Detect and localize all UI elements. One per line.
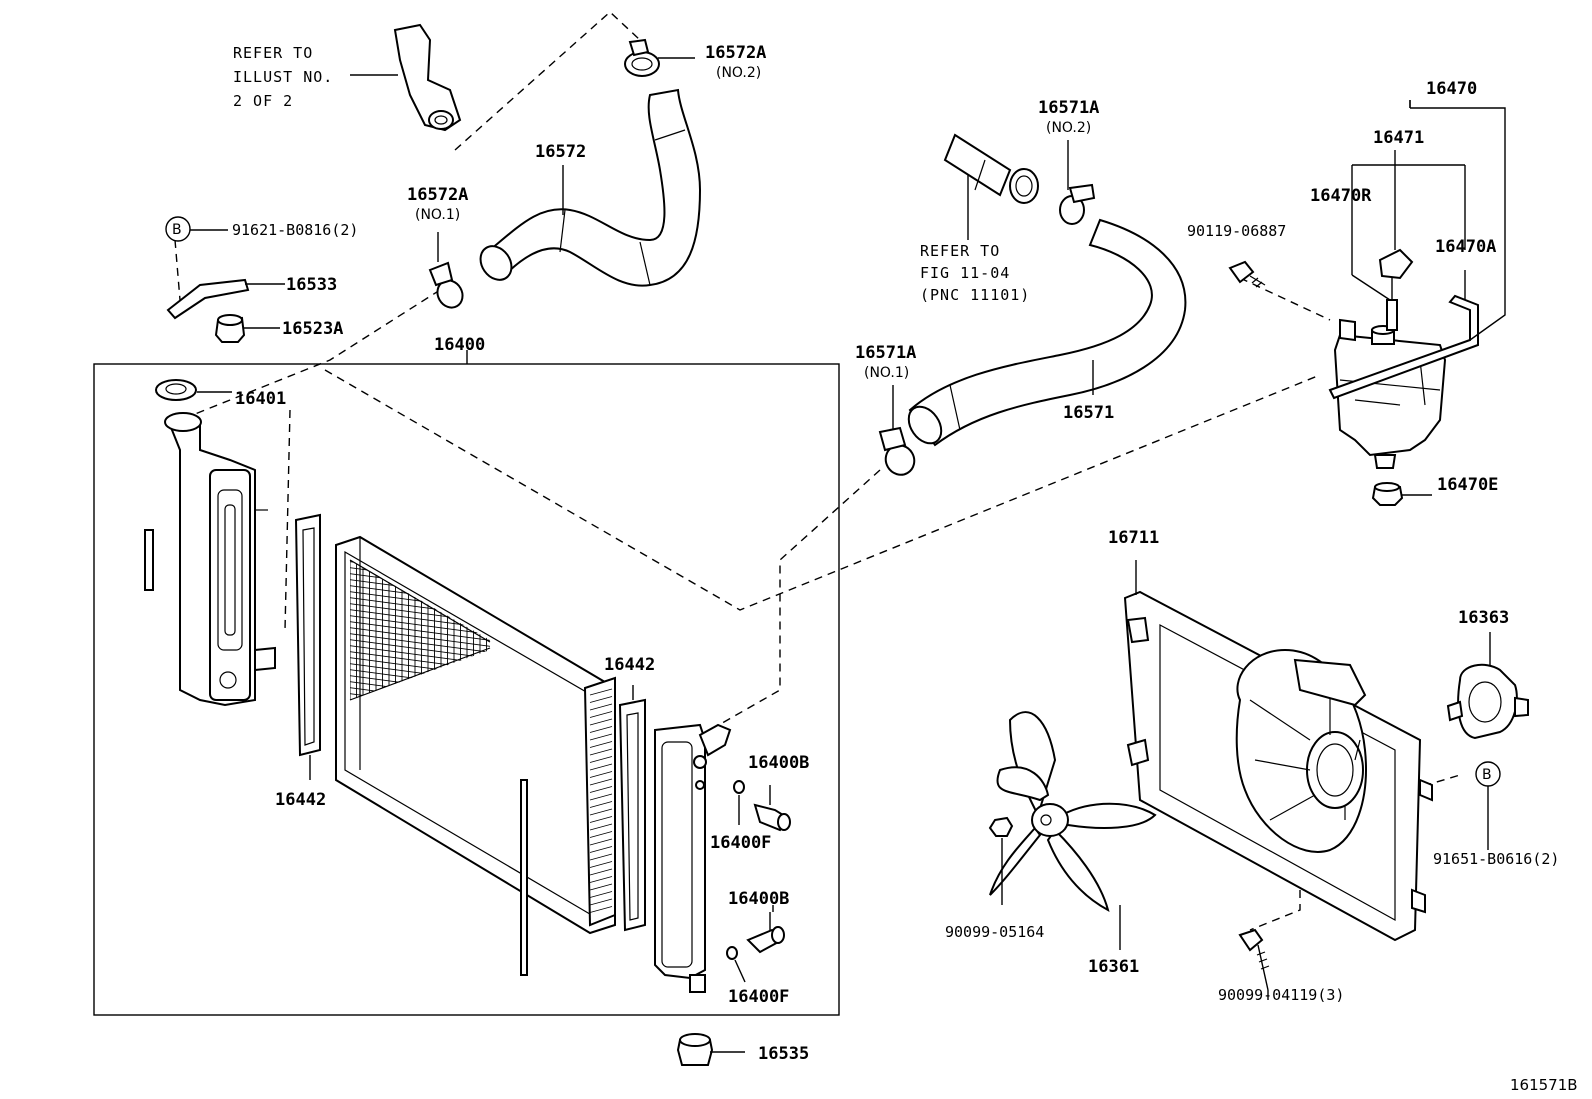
label-16572A-top: 16572A <box>705 43 766 63</box>
label-16400B-bottom: 16400B <box>728 889 789 909</box>
bracket-16533 <box>166 278 285 320</box>
fan-shroud-16711 <box>1123 560 1433 942</box>
label-16471: 16471 <box>1373 128 1424 148</box>
engine-inlet-pipe <box>943 133 1039 240</box>
label-90119-06887: 90119-06887 <box>1187 222 1286 240</box>
gasket-16442-right <box>618 685 646 932</box>
fan-motor-16363 <box>1446 632 1529 740</box>
svg-text:2 OF 2: 2 OF 2 <box>233 92 293 110</box>
o-ring-16400F-bottom <box>726 946 738 960</box>
cushion-16523A <box>214 314 280 343</box>
label-16571A-left: 16571A <box>855 343 916 363</box>
right-radiator-tank <box>654 723 732 993</box>
label-91651-B0616: 91651-B0616(2) <box>1433 850 1559 868</box>
refer-fig-note: REFER TO FIG 11-04 (PNC 11101) <box>920 242 1030 304</box>
svg-text:FIG 11-04: FIG 11-04 <box>920 264 1010 282</box>
lower-hose-16571 <box>907 218 1187 447</box>
svg-text:B: B <box>172 222 182 238</box>
leader-lines-16470 <box>1351 100 1506 341</box>
left-radiator-tank <box>144 412 276 707</box>
label-16572A-left: 16572A <box>407 185 468 205</box>
label-16533: 16533 <box>286 275 337 295</box>
clamp-16571A-top <box>1059 140 1096 225</box>
label-16571: 16571 <box>1063 403 1114 423</box>
label-16400B-top: 16400B <box>748 753 809 773</box>
radiator-cap-16401 <box>155 379 232 401</box>
label-16572: 16572 <box>535 142 586 162</box>
bolt-90099-04119 <box>1238 928 1270 1000</box>
water-outlet-fitting <box>350 23 462 132</box>
svg-text:REFER TO: REFER TO <box>233 44 313 62</box>
label-16401: 16401 <box>235 389 286 409</box>
reservoir-bottom-cap-16470E <box>1371 482 1432 506</box>
svg-text:ILLUST NO.: ILLUST NO. <box>233 68 333 86</box>
svg-text:(PNC 11101): (PNC 11101) <box>920 286 1030 304</box>
label-16400F-bottom: 16400F <box>728 987 789 1007</box>
label-16711: 16711 <box>1108 528 1159 548</box>
dashed-connections <box>174 11 1461 931</box>
callout-b-left: B <box>165 216 228 242</box>
svg-text:REFER TO: REFER TO <box>920 242 1000 260</box>
label-90099-05164: 90099-05164 <box>945 923 1044 941</box>
upper-hose-16572 <box>479 88 702 287</box>
label-16363: 16363 <box>1458 608 1509 628</box>
label-91621-B0816: 91621-B0816(2) <box>232 221 358 239</box>
label-16571A-left-sub: (NO.1) <box>864 365 909 381</box>
clamp-16571A-left <box>878 385 916 476</box>
label-16470: 16470 <box>1426 79 1477 99</box>
label-16572A-left-sub: (NO.1) <box>415 207 460 223</box>
o-ring-16400F-top <box>733 780 745 794</box>
svg-text:B: B <box>1482 767 1492 783</box>
bolt-90119-06887 <box>1228 260 1266 288</box>
reservoir-hose-16470A <box>1328 294 1479 400</box>
label-16572A-top-sub: (NO.2) <box>716 65 761 81</box>
label-90099-04119: 90099-04119(3) <box>1218 986 1344 1004</box>
radiator-core <box>335 535 616 976</box>
label-16571A-top: 16571A <box>1038 98 1099 118</box>
label-16470A: 16470A <box>1435 237 1496 257</box>
cushion-16535 <box>676 1033 745 1066</box>
reservoir-tank-16470 <box>1333 318 1447 469</box>
label-16400F-top: 16400F <box>710 833 771 853</box>
label-16470R: 16470R <box>1310 186 1372 206</box>
label-16535: 16535 <box>758 1044 809 1064</box>
label-16361: 16361 <box>1088 957 1139 977</box>
drain-cock-16400B-bottom <box>746 912 785 954</box>
gasket-16442-left <box>294 513 321 780</box>
callout-b-right: B <box>1475 761 1501 850</box>
refer-illust-note: REFER TO ILLUST NO. 2 OF 2 <box>233 44 333 110</box>
label-16442-left: 16442 <box>275 790 326 810</box>
reservoir-cap-16470R <box>1378 248 1414 331</box>
nut-90099-05164 <box>988 816 1014 905</box>
label-16442-right: 16442 <box>604 655 655 675</box>
label-16470E: 16470E <box>1437 475 1498 495</box>
figure-code: 161571B <box>1510 1076 1578 1094</box>
label-16571A-top-sub: (NO.2) <box>1046 120 1091 136</box>
clamp-16572A-left <box>428 232 464 309</box>
drain-cock-16400B-top <box>753 785 791 832</box>
clamp-16572A-top <box>624 38 695 77</box>
label-16400: 16400 <box>434 335 485 355</box>
label-16523A: 16523A <box>282 319 343 339</box>
